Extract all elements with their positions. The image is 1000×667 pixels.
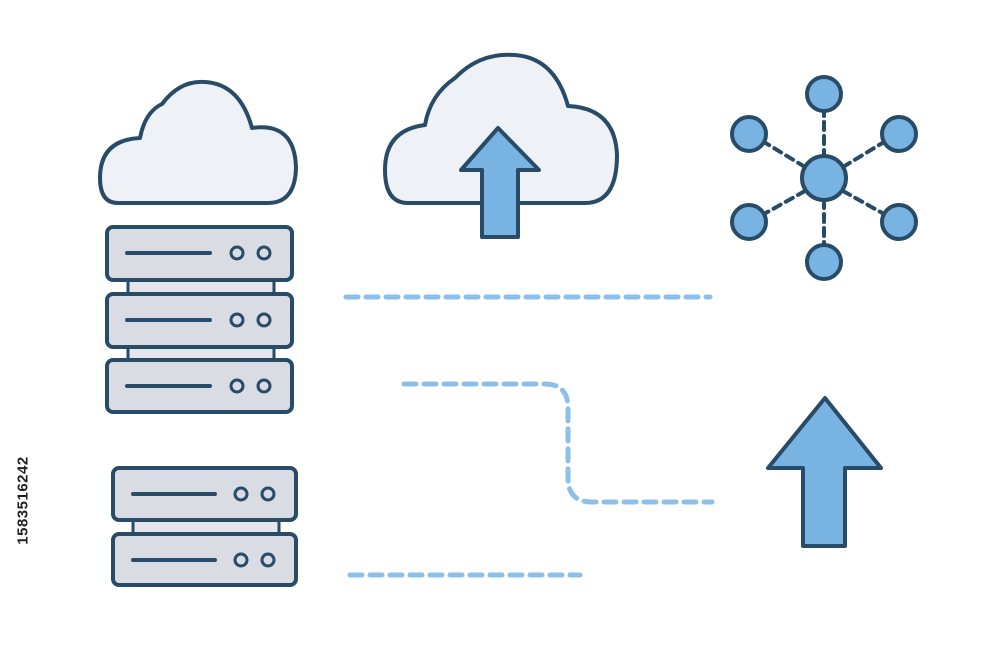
arrow-up-icon [766,396,883,548]
dashed-connectors [343,294,715,578]
server-unit [105,358,294,414]
cloud-icon [98,79,298,205]
dashed-connector [401,381,715,505]
server-rack-icon [105,225,294,414]
cloud-upload-icon [383,52,619,239]
server-unit [105,292,294,349]
server-unit [111,532,298,587]
server-unit [111,466,298,522]
server-icon [111,466,298,587]
network-hub-icon [730,75,918,281]
server-unit [105,225,294,282]
stock-id-text: 1583516242 [14,455,32,545]
stock-id-label: 1583516242 [8,430,38,570]
